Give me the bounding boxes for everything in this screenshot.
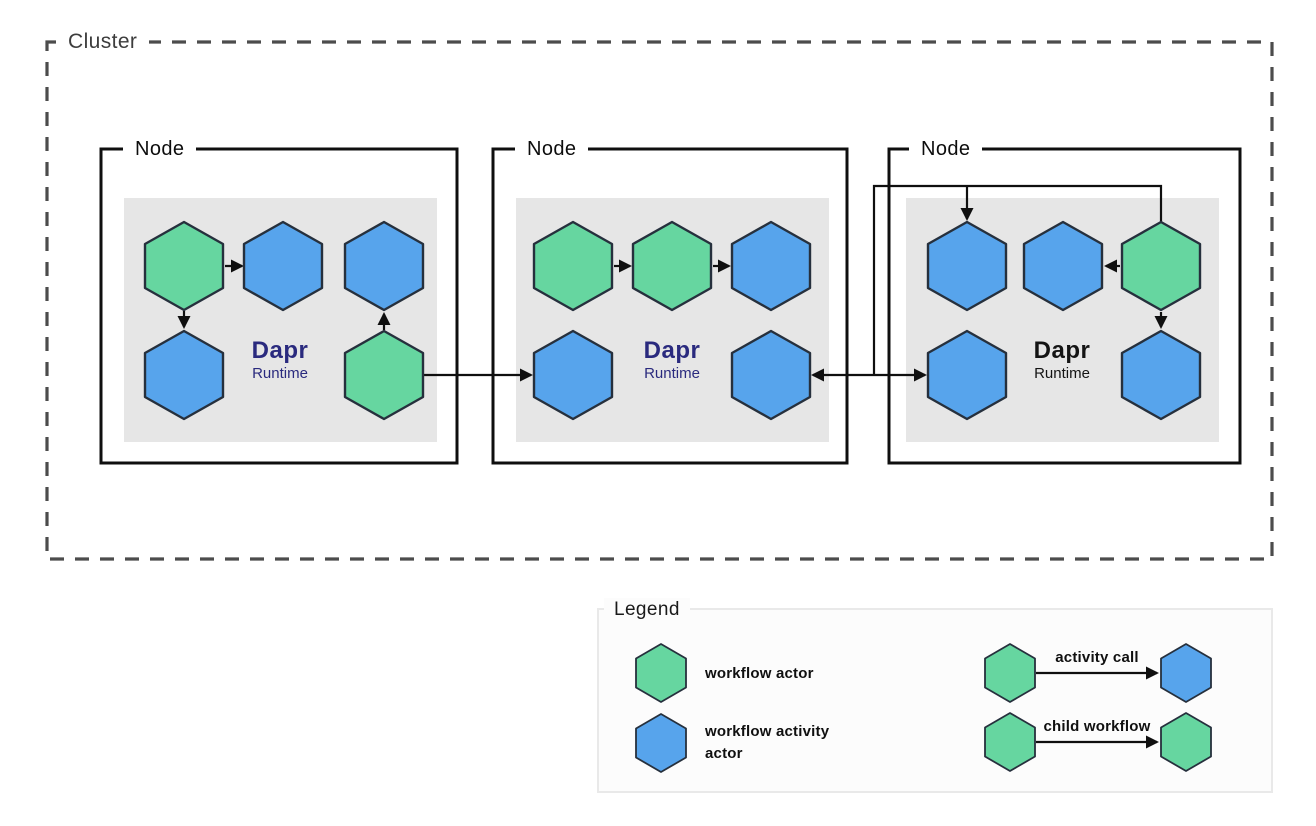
node1-workflow-activity-actor-3-hexagon xyxy=(143,329,225,421)
legend-item-workflow-actor-label: workflow actor xyxy=(705,665,814,682)
node3-workflow-activity-actor-1-hexagon xyxy=(926,220,1008,312)
node3-workflow-activity-actor-3-hexagon xyxy=(926,329,1008,421)
node1-workflow-activity-actor-2-hexagon xyxy=(343,220,425,312)
node-1-dapr-runtime: Dapr Runtime xyxy=(210,339,350,383)
node1-workflow-activity-actor-1-hexagon xyxy=(242,220,324,312)
node-2-dapr-runtime: Dapr Runtime xyxy=(602,339,742,383)
legend-hex-workflow-activity-hexagon xyxy=(635,713,687,773)
cluster-box xyxy=(45,40,1274,561)
node-1-label: Node xyxy=(123,136,197,162)
node3-workflow-activity-actor-2-hexagon xyxy=(1022,220,1104,312)
node-3-dapr-runtime: Dapr Runtime xyxy=(992,339,1132,383)
dapr-subtitle: Runtime xyxy=(1034,365,1090,382)
dapr-title: Dapr xyxy=(251,337,309,364)
node2-workflow-activity-actor-2-hexagon xyxy=(532,329,614,421)
node2-workflow-actor-2-hexagon xyxy=(631,220,713,312)
cluster-label: Cluster xyxy=(56,29,150,55)
legend-hex-workflow-actor-hexagon xyxy=(635,643,687,703)
legend-item-workflow-activity-actor-label: workflow activity actor xyxy=(705,723,830,762)
node2-workflow-activity-actor-3-hexagon xyxy=(730,329,812,421)
dapr-title: Dapr xyxy=(1033,337,1091,364)
dapr-subtitle: Runtime xyxy=(644,365,700,382)
legend-relation-activity-call-label: activity call xyxy=(1055,649,1139,666)
node-2-label: Node xyxy=(515,136,589,162)
node2-workflow-activity-actor-1-hexagon xyxy=(730,220,812,312)
node-3-label: Node xyxy=(909,136,983,162)
n3-overhead-route xyxy=(872,184,1163,374)
legend-activity-call-source-hexagon xyxy=(984,643,1036,703)
node2-workflow-actor-1-hexagon xyxy=(532,220,614,312)
legend-child-workflow-target-hexagon xyxy=(1160,712,1212,772)
legend-activity-call-target-hexagon xyxy=(1160,643,1212,703)
legend-relation-child-workflow-label: child workflow xyxy=(1043,718,1151,735)
node1-workflow-actor-1-hexagon xyxy=(143,220,225,312)
node1-workflow-actor-2-hexagon xyxy=(343,329,425,421)
dapr-subtitle: Runtime xyxy=(252,365,308,382)
dapr-title: Dapr xyxy=(643,337,701,364)
node3-workflow-actor-1-hexagon xyxy=(1120,220,1202,312)
legend-child-workflow-source-hexagon xyxy=(984,712,1036,772)
legend-box xyxy=(597,608,1273,793)
legend-title: Legend xyxy=(604,598,690,622)
node3-workflow-activity-actor-4-hexagon xyxy=(1120,329,1202,421)
